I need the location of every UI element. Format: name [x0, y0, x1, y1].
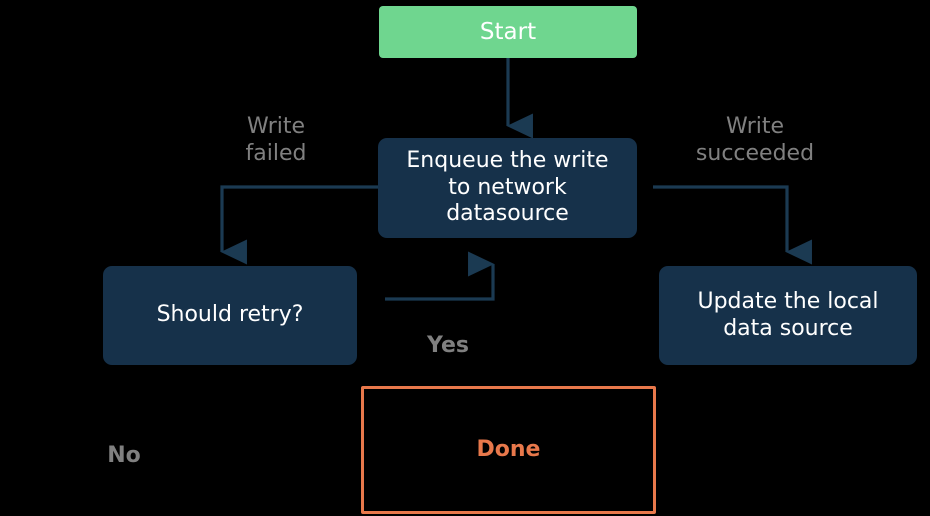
- edge-label-no: No: [107, 443, 141, 468]
- node-should-retry-label: Should retry?: [156, 302, 304, 328]
- node-update-local-data-source[interactable]: Update the local data source: [659, 266, 917, 365]
- edge-should-retry-to-enqueue: [385, 251, 495, 301]
- node-start-label: Start: [479, 18, 537, 45]
- edge-enqueue-to-should-retry: [220, 185, 378, 265]
- node-start[interactable]: Start: [379, 6, 637, 58]
- node-done-label: Done: [476, 436, 541, 462]
- edge-label-yes: Yes: [427, 333, 469, 358]
- edge-label-write-failed: Write failed: [245, 114, 307, 166]
- node-enqueue-write-label: Enqueue the write to network datasource: [406, 147, 609, 227]
- edge-label-write-succeeded: Write succeeded: [695, 114, 815, 166]
- edge-enqueue-to-update-local: [653, 185, 812, 265]
- node-done[interactable]: Done: [361, 386, 656, 514]
- node-enqueue-write[interactable]: Enqueue the write to network datasource: [378, 138, 637, 238]
- node-update-local-data-source-label: Update the local data source: [697, 288, 879, 341]
- node-should-retry[interactable]: Should retry?: [103, 266, 357, 365]
